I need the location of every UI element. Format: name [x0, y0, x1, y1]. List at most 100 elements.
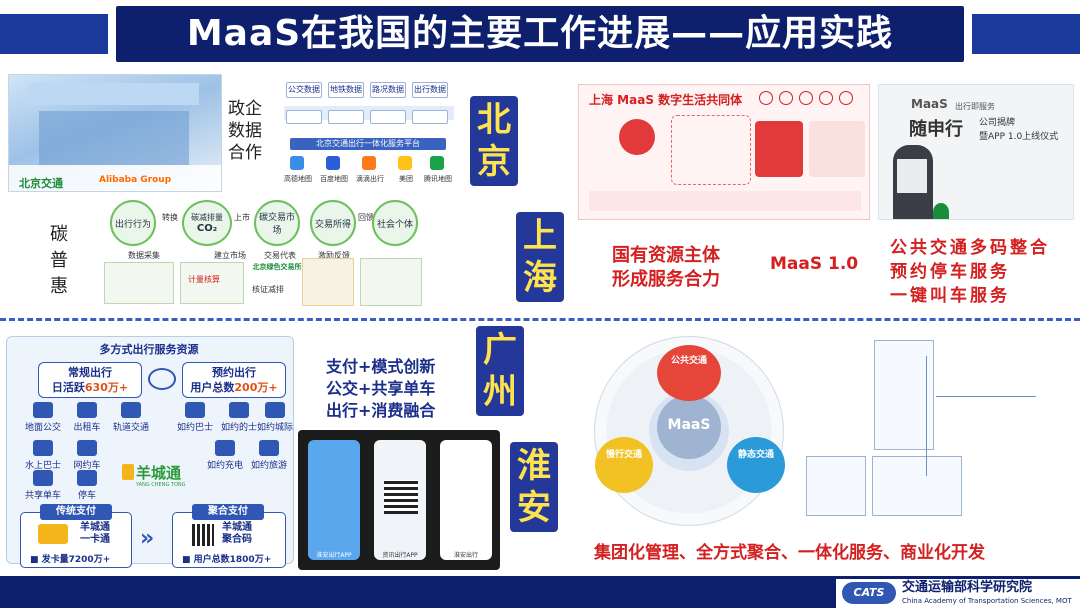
huaian-circle-diagram: MaaS 公共交通 慢行交通 静态交通 — [594, 336, 785, 526]
service-bus: 地面公交 — [18, 402, 68, 433]
service-ruyue-taxi: 如约的士 — [214, 402, 264, 433]
qr-code-icon — [192, 524, 214, 546]
map-app-label: 百度地图 — [320, 175, 348, 183]
city-badge-beijing: 北 京 — [470, 96, 518, 186]
alibaba-logo: Alibaba Group — [99, 175, 172, 185]
bus-icon — [33, 402, 53, 418]
section-divider — [0, 318, 1080, 321]
flow-note: 激励反馈 — [318, 251, 350, 260]
data-source-chip: 地铁数据 — [328, 82, 364, 98]
yangchengtong-logo: 羊城通 YANG CHENG TONG — [122, 462, 202, 494]
city-badge-guangzhou: 广 州 — [476, 326, 524, 416]
service-waterbus: 水上巴士 — [18, 440, 68, 471]
taxi-icon — [77, 402, 97, 418]
bike-icon — [33, 470, 53, 486]
pay-traditional-stat: ■ 发卡量7200万+ — [30, 555, 111, 565]
service-rail: 轨道交通 — [106, 402, 156, 433]
car-icon — [229, 402, 249, 418]
launch-subtitle: 公司揭牌 — [979, 118, 1016, 128]
flow-note: 计量核算 — [188, 275, 220, 284]
person-icon — [185, 402, 205, 418]
service-ruyue-bus: 如约巴士 — [170, 402, 220, 433]
car-icon — [77, 440, 97, 456]
carbon-flow-diagram: 出行行为 转换 碳减排量 CO₂ 上市 碳交易市场 交易所得 回馈 社会个体 数… — [104, 196, 424, 310]
beijing-transport-logo: 北京交通 — [19, 177, 63, 190]
huaian-slogan: 集团化管理、全方式聚合、一体化服务、商业化开发 — [594, 543, 985, 563]
guangzhou-slogans: 支付+模式创新 公交+共享单车 出行+消费融合 — [326, 357, 436, 420]
train-icon — [121, 402, 141, 418]
city-badge-huaian: 淮 安 — [510, 442, 558, 532]
carbon-vertical-label: 碳 普 惠 — [50, 224, 68, 297]
service-ruyue-intercity: 如约城际 — [250, 402, 300, 433]
circle-segment-label: 静态交通 — [737, 450, 774, 460]
carbon-step: 碳交易市场 — [254, 200, 300, 246]
service-ruyue-travel: 如约旅游 — [244, 440, 294, 471]
shanghai-banner-title: 上海 MaaS 数字生活共同体 — [589, 93, 743, 107]
app-screenshots: 淮安出行APP 资讯出行APP 淮安出行 — [298, 430, 500, 570]
beijing-data-diagram: 公交数据 地铁数据 路况数据 出行数据 北京交通出行一体化服务平台 高德地图 百… — [280, 80, 458, 192]
page-title: MaaS在我国的主要工作进展——应用实践 — [186, 13, 894, 54]
shanghai-slogan-left: 国有资源主体 形成服务合力 — [612, 245, 720, 290]
double-chevron-icon: » — [140, 526, 155, 551]
header-stripe-left — [0, 14, 108, 54]
flow-arrow-label: 转换 — [162, 213, 178, 222]
circle-center-label: MaaS — [667, 417, 711, 433]
carbon-step: 社会个体 — [372, 200, 418, 246]
shanghai-banner: 上海 MaaS 数字生活共同体 — [578, 84, 870, 220]
map-app-label: 滴滴出行 — [356, 175, 384, 183]
green-exchange-logo: 北京绿色交易所 — [252, 263, 302, 271]
pay-aggregate-label: 聚合支付 — [192, 504, 264, 520]
flow-arrow-label: 回馈 — [358, 213, 374, 222]
bus-icon — [265, 402, 285, 418]
shanghai-slogan-right: 公共交通多码整合 预约停车服务 一键叫车服务 — [890, 238, 1050, 306]
suishenxing-launch-photo: MaaS 出行即服务 随申行 公司揭牌 暨APP 1.0上线仪式 — [878, 84, 1074, 220]
parking-icon — [77, 470, 97, 486]
service-parking: 停车 — [62, 470, 112, 501]
service-ridehailing: 网约车 — [62, 440, 112, 471]
map-app-label: 高德地图 — [284, 175, 312, 183]
map-app-label: 美团 — [399, 175, 413, 183]
charging-icon — [215, 440, 235, 456]
city-badge-shanghai: 上 海 — [516, 212, 564, 302]
map-app-row: 高德地图 百度地图 滴滴出行 美团 腾讯地图 — [280, 156, 458, 190]
flow-note: 交易代表 — [264, 251, 296, 260]
data-source-chip: 出行数据 — [412, 82, 448, 98]
pay-traditional-label: 传统支付 — [40, 504, 112, 520]
flow-note: 核证减排 — [252, 285, 284, 294]
carbon-step: 碳减排量 CO₂ — [182, 200, 232, 246]
circle-segment-label: 公共交通 — [670, 356, 707, 366]
flow-arrow-label: 上市 — [234, 213, 250, 222]
org-name-cn: 交通运输部科学研究院 — [902, 580, 1033, 595]
suishenxing-brand: 随申行 — [909, 119, 963, 140]
service-bike: 共享单车 — [18, 470, 68, 501]
org-name-en: China Academy of Transportation Sciences… — [902, 597, 1072, 605]
gov-enterprise-label: 政企 数据 合作 — [228, 99, 262, 163]
data-source-chip: 路况数据 — [370, 82, 406, 98]
maas-brand: MaaS — [911, 97, 948, 111]
pay-aggregate-card — [172, 512, 286, 568]
app-screen: 淮安出行 — [436, 436, 496, 564]
title-box — [116, 6, 964, 62]
launch-subtitle: 暨APP 1.0上线仪式 — [979, 132, 1059, 142]
guangzhou-panel-title: 多方式出行服务资源 — [99, 343, 199, 356]
cats-logo: CATS — [842, 582, 896, 604]
flow-note: 数据采集 — [128, 251, 160, 260]
carbon-step: 交易所得 — [310, 200, 356, 246]
boat-icon — [33, 440, 53, 456]
maas-tagline: 出行即服务 — [955, 102, 995, 111]
circle-segment-label: 慢行交通 — [605, 450, 642, 460]
pay-aggregate-stat: ■ 用户总数1800万+ — [182, 555, 272, 565]
map-app-label: 腾讯地图 — [424, 175, 452, 183]
beijing-ceremony-photo: 北京交通 Alibaba Group — [8, 74, 222, 192]
card-icon — [38, 524, 68, 544]
service-taxi: 出租车 — [62, 402, 112, 433]
header-stripe-right — [972, 14, 1080, 54]
platform-hub: 北京交通出行一体化服务平台 — [290, 138, 446, 150]
pay-aggregate-card-label: 羊城通 聚合码 — [222, 522, 252, 545]
swap-icon — [148, 368, 176, 390]
flow-note: 建立市场 — [214, 251, 246, 260]
pay-traditional-card-label: 羊城通 一卡通 — [80, 522, 110, 545]
app-screen: 资讯出行APP — [370, 436, 430, 564]
stat-reserved-trips: 预约出行 用户总数200万+ — [182, 362, 286, 398]
app-screen: 淮安出行APP — [304, 436, 364, 564]
